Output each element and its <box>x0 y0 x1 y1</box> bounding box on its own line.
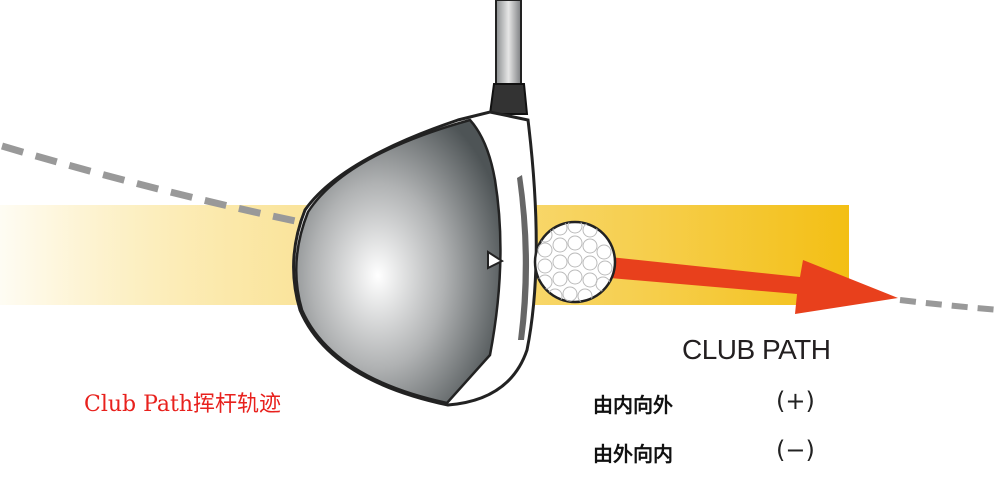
legend-sign-minus: (−) <box>776 436 815 464</box>
direction-arrow <box>598 256 898 314</box>
legend-label-out-to-in: 由外向内 <box>593 442 673 466</box>
outgoing-path-line <box>899 297 1000 313</box>
alignment-triangle-icon <box>487 250 505 270</box>
shaft <box>495 0 522 89</box>
golf-ball <box>533 220 617 304</box>
incoming-path-line <box>1 142 301 226</box>
legend-title: CLUB PATH <box>682 334 831 365</box>
club-face <box>517 175 530 340</box>
legend-sign-plus: (+) <box>776 387 815 415</box>
club-crown <box>295 118 502 405</box>
legend-label-in-to-out: 由内向外 <box>593 393 673 417</box>
caption: Club Path挥杆轨迹 <box>84 392 282 417</box>
hosel <box>488 83 529 115</box>
